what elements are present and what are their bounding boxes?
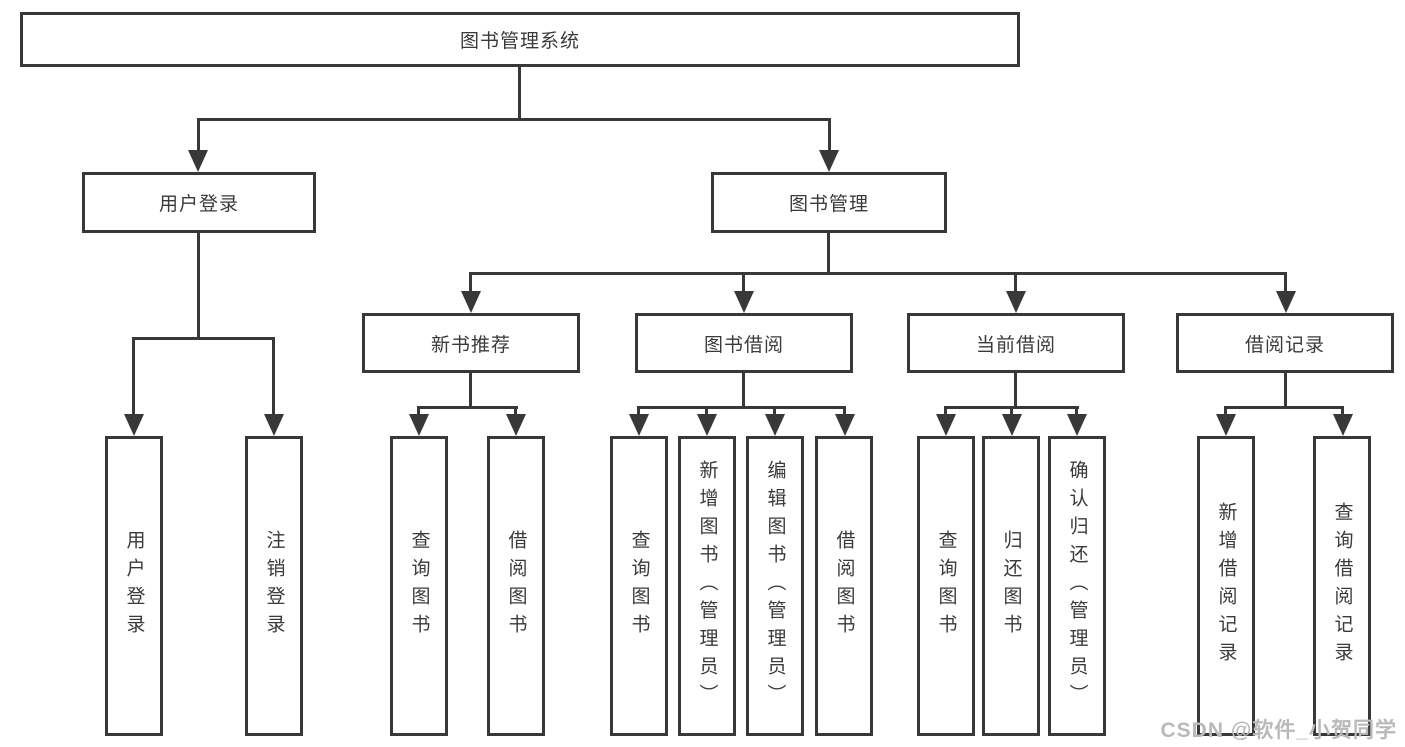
arrowhead-leaf — [1333, 414, 1353, 436]
leaf-borrow-books-recommend: 借阅图书 — [487, 436, 545, 736]
connector-to-leaf-logout — [272, 337, 275, 414]
connector-leaf — [1075, 406, 1078, 416]
leaf-label: 查询图书 — [408, 530, 430, 642]
arrowhead-to-borrow-records — [1276, 291, 1296, 313]
connector-to-book-borrow — [742, 272, 745, 291]
node-label: 图书借阅 — [703, 334, 784, 356]
leaf-confirm-return-admin: 确认归还（管理员） — [1048, 436, 1106, 736]
node-label: 新书推荐 — [430, 334, 511, 356]
connector-leaf — [705, 406, 708, 416]
leaf-query-books-current: 查询图书 — [917, 436, 975, 736]
leaf-label: 新增借阅记录 — [1215, 502, 1237, 670]
arrowhead-leaf — [835, 414, 855, 436]
connector-book-management-stem — [827, 233, 830, 275]
leaf-return-books: 归还图书 — [982, 436, 1040, 736]
leaf-query-books-recommend: 查询图书 — [390, 436, 448, 736]
connector-new-book-bar — [417, 406, 518, 409]
connector-leaf — [1010, 406, 1013, 416]
node-label: 借阅记录 — [1244, 334, 1325, 356]
node-user-login: 用户登录 — [82, 172, 316, 233]
node-label: 图书管理 — [788, 194, 869, 215]
arrowhead-leaf — [697, 414, 717, 436]
connector-leaf — [514, 406, 517, 416]
connector-leaf — [773, 406, 776, 416]
leaf-label: 借阅图书 — [505, 530, 527, 642]
leaf-label: 新增图书（管理员） — [696, 460, 718, 712]
connector-leaf — [944, 406, 947, 416]
connector-to-borrow-records — [1284, 272, 1287, 291]
arrowhead-to-user-login — [188, 150, 208, 172]
connector-book-management-bar — [469, 272, 1287, 275]
leaf-logout: 注销登录 — [245, 436, 303, 736]
connector-book-borrow-bar — [637, 406, 846, 409]
connector-leaf — [1341, 406, 1344, 416]
node-current-borrow: 当前借阅 — [907, 313, 1125, 373]
leaf-edit-books-admin: 编辑图书（管理员） — [746, 436, 804, 736]
arrowhead-to-current-borrow — [1006, 291, 1026, 313]
connector-book-borrow-stem — [742, 373, 745, 409]
leaf-query-borrow-record: 查询借阅记录 — [1313, 436, 1371, 736]
connector-to-user-login — [197, 118, 200, 151]
connector-borrow-records-stem — [1284, 373, 1287, 409]
leaf-label: 借阅图书 — [833, 530, 855, 642]
leaf-label: 查询图书 — [628, 530, 650, 642]
arrowhead-leaf — [936, 414, 956, 436]
node-borrow-records: 借阅记录 — [1176, 313, 1394, 373]
arrowhead-leaf — [1216, 414, 1236, 436]
node-label: 图书管理系统 — [459, 31, 580, 52]
connector-user-login-bar — [133, 337, 275, 340]
arrowhead-to-leaf-logout — [264, 414, 284, 436]
arrowhead-to-book-borrow — [734, 291, 754, 313]
arrowhead-leaf — [506, 414, 526, 436]
connector-root-bar — [197, 118, 831, 121]
connector-leaf — [843, 406, 846, 416]
arrowhead-to-book-management — [819, 150, 839, 172]
node-new-book-recommend: 新书推荐 — [362, 313, 580, 373]
node-label: 用户登录 — [158, 194, 239, 215]
node-library-management-system: 图书管理系统 — [20, 12, 1020, 67]
arrowhead-to-leaf-user-login — [124, 414, 144, 436]
connector-current-borrow-stem — [1014, 373, 1017, 409]
leaf-query-books-borrow: 查询图书 — [610, 436, 668, 736]
csdn-watermark: CSDN @软件_小贺同学 — [1160, 719, 1397, 742]
arrowhead-leaf — [629, 414, 649, 436]
connector-user-login-stem — [197, 233, 200, 337]
leaf-add-borrow-record: 新增借阅记录 — [1197, 436, 1255, 736]
node-book-borrow: 图书借阅 — [635, 313, 853, 373]
arrowhead-leaf — [1067, 414, 1087, 436]
arrowhead-to-new-book-recommend — [461, 291, 481, 313]
connector-to-leaf-user-login — [132, 337, 135, 414]
leaf-label: 注销登录 — [263, 530, 285, 642]
leaf-label: 确认归还（管理员） — [1066, 460, 1088, 712]
leaf-label: 查询图书 — [935, 530, 957, 642]
leaf-user-login: 用户登录 — [105, 436, 163, 736]
arrowhead-leaf — [1002, 414, 1022, 436]
arrowhead-leaf — [409, 414, 429, 436]
node-label: 当前借阅 — [975, 334, 1056, 356]
connector-to-current-borrow — [1014, 272, 1017, 291]
leaf-label: 查询借阅记录 — [1331, 502, 1353, 670]
connector-root-stem — [518, 67, 521, 118]
connector-leaf — [1224, 406, 1227, 416]
leaf-borrow-books: 借阅图书 — [815, 436, 873, 736]
node-book-management: 图书管理 — [711, 172, 947, 233]
leaf-add-books-admin: 新增图书（管理员） — [678, 436, 736, 736]
leaf-label: 用户登录 — [123, 530, 145, 642]
leaf-label: 编辑图书（管理员） — [764, 460, 786, 712]
connector-borrow-records-bar — [1224, 406, 1344, 409]
leaf-label: 归还图书 — [1000, 530, 1022, 642]
connector-leaf — [637, 406, 640, 416]
connector-leaf — [417, 406, 420, 416]
connector-to-book-management — [828, 118, 831, 151]
arrowhead-leaf — [765, 414, 785, 436]
connector-new-book-stem — [469, 373, 472, 409]
connector-to-new-book-recommend — [469, 272, 472, 291]
